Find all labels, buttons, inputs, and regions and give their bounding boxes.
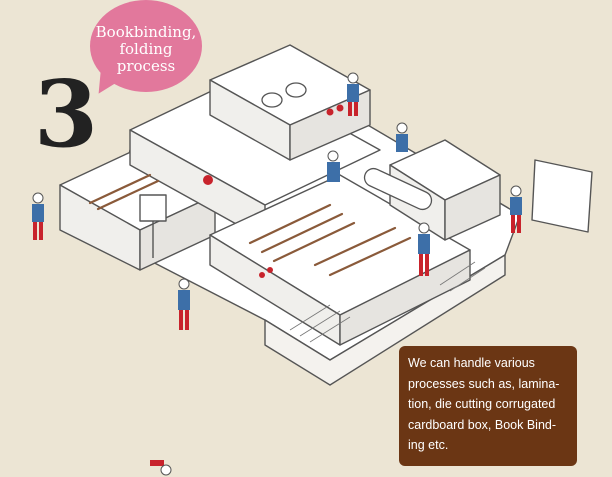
- red-button: [203, 175, 213, 185]
- worker-figures: [32, 72, 522, 476]
- roller-left: [261, 92, 283, 108]
- worker-laminator: [418, 222, 430, 276]
- bubble-line-3: process: [116, 56, 176, 75]
- step-number: 3: [34, 60, 99, 168]
- poster-board: [531, 159, 593, 233]
- worker-back: [396, 122, 408, 152]
- worker-top: [347, 72, 359, 116]
- worker-left: [32, 192, 44, 240]
- big-roller: [363, 167, 433, 211]
- worker-front: [178, 278, 190, 330]
- worker-right: [510, 185, 522, 233]
- control-panel: [139, 194, 167, 222]
- info-line-3: tion, die cutting corrugated: [408, 397, 556, 411]
- speech-bubble: Bookbinding, folding process: [90, 0, 202, 92]
- info-line-4: cardboard box, Book Bind-: [408, 417, 557, 432]
- info-line-5: ing etc.: [408, 438, 449, 452]
- bubble-line-1: Bookbinding,: [95, 22, 197, 41]
- info-box: We can handle various processes such as,…: [399, 346, 577, 466]
- info-line-2: processes such as, lamina-: [408, 376, 560, 391]
- roller-right: [285, 82, 307, 98]
- worker-center: [327, 150, 340, 182]
- laminator-side: [444, 174, 501, 241]
- bubble-line-2: folding: [119, 39, 173, 58]
- info-line-1: We can handle various: [408, 356, 535, 370]
- machine-base-lower: [264, 254, 506, 386]
- worker-bottom-partial: [150, 460, 172, 476]
